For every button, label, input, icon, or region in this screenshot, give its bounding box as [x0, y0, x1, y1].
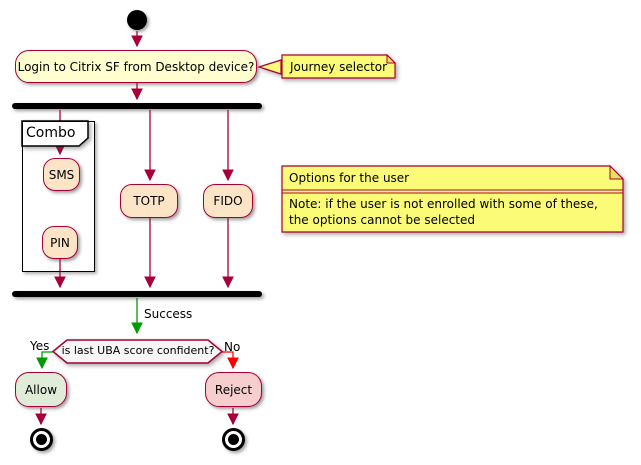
fork-bar [12, 103, 262, 109]
options-note-title: Options for the user [289, 171, 410, 185]
options-note-body: Note: if the user is not enrolled with s… [289, 196, 624, 228]
options-note-body-line1: Note: if the user is not enrolled with s… [289, 197, 598, 211]
activity-allow-label: Allow [24, 382, 58, 397]
activity-pin-label: PIN [50, 235, 70, 250]
journey-note-pointer [257, 59, 282, 75]
journey-note: Journey selector [290, 60, 387, 75]
partition-combo [22, 121, 95, 272]
activity-totp-label: TOTP [133, 194, 165, 208]
decision-label: is last UBA score confident? [61, 344, 215, 357]
edge-label-no: No [224, 340, 241, 354]
options-note-body-line2: the options cannot be selected [289, 213, 476, 227]
end-node-allow-dot [36, 434, 47, 445]
activity-reject: Reject [205, 372, 262, 407]
journey-note-fold [386, 53, 397, 64]
edge-label-success: Success [144, 307, 193, 321]
arrow-yes [36, 351, 53, 370]
activity-pin: PIN [42, 226, 78, 259]
activity-fido: FIDO [203, 184, 253, 218]
activity-sms-label: SMS [48, 167, 75, 182]
arrow-no [222, 351, 239, 370]
end-node-allow [30, 428, 53, 451]
options-note-fold [609, 164, 625, 180]
join-bar [12, 291, 262, 297]
activity-login: Login to Citrix SF from Desktop device? [15, 50, 257, 83]
end-node-reject-dot [228, 434, 239, 445]
activity-fido-label: FIDO [213, 194, 243, 208]
activity-login-label: Login to Citrix SF from Desktop device? [17, 59, 255, 74]
activity-totp: TOTP [120, 184, 178, 218]
activity-reject-label: Reject [214, 382, 253, 397]
end-node-reject [222, 428, 245, 451]
edge-label-yes: Yes [30, 339, 50, 353]
journey-note-label: Journey selector [290, 60, 388, 74]
start-node [127, 10, 147, 30]
activity-sms: SMS [43, 158, 80, 191]
activity-allow: Allow [15, 372, 67, 407]
partition-combo-title: Combo [26, 125, 76, 141]
